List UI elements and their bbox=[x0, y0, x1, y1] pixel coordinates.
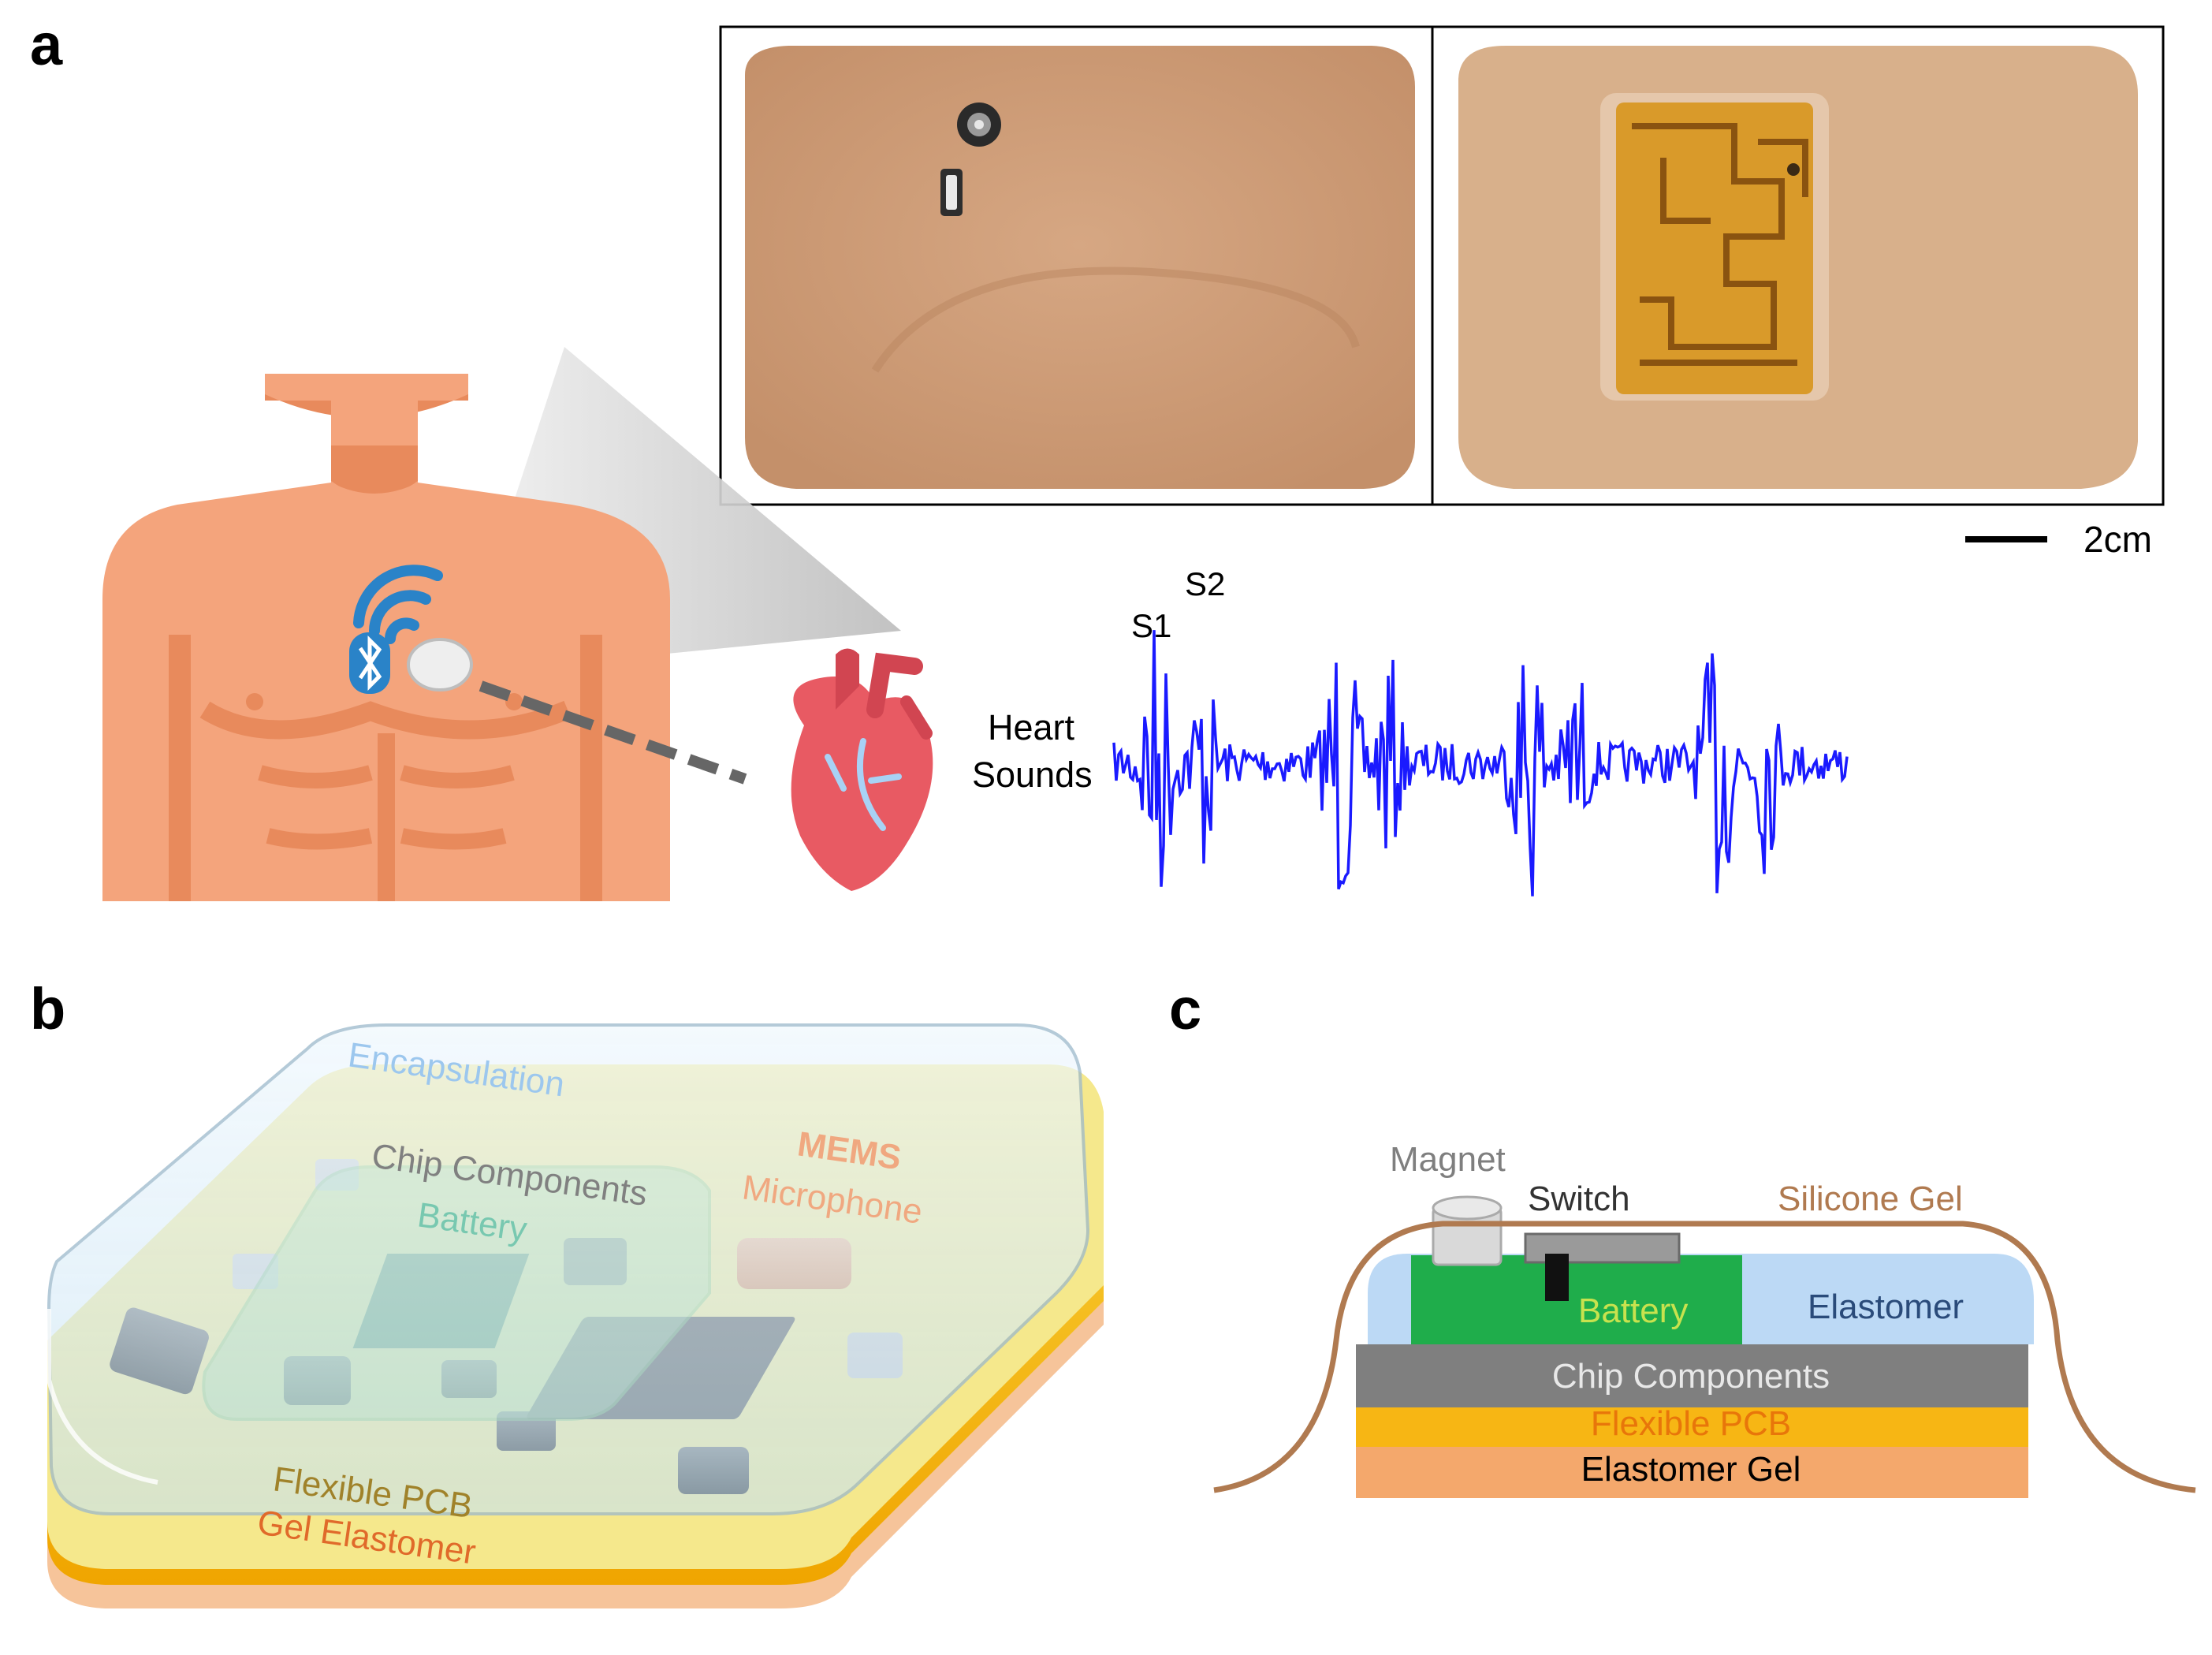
device-photo-bottom bbox=[1431, 25, 2165, 506]
chip-components-label-c: Chip Components bbox=[1552, 1357, 1830, 1396]
panel-a-letter: a bbox=[30, 12, 63, 77]
scale-bar-label: 2cm bbox=[2084, 519, 2152, 560]
battery-label-c: Battery bbox=[1578, 1292, 1688, 1330]
s2-label: S2 bbox=[1185, 565, 1225, 602]
elastomer-gel-label: Elastomer Gel bbox=[1581, 1450, 1801, 1489]
s1-label: S1 bbox=[1131, 607, 1171, 644]
bluetooth-icon bbox=[349, 632, 390, 694]
elastomer-gel-layer bbox=[1356, 1447, 2028, 1498]
silicone-gel-outline bbox=[1213, 1221, 2196, 1493]
panel-b-letter: b bbox=[30, 976, 65, 1042]
heart-label-line1: Heart bbox=[988, 707, 1075, 747]
encapsulation-layer bbox=[47, 1023, 1090, 1515]
connector-dashed-line bbox=[479, 680, 747, 785]
wearable-device-icon bbox=[407, 638, 473, 691]
device-photo-top bbox=[719, 25, 1434, 506]
flexible-pcb-layer-c bbox=[1356, 1407, 2028, 1447]
cross-section-diagram bbox=[1213, 1195, 2196, 1498]
magnet-label: Magnet bbox=[1390, 1140, 1506, 1179]
panel-c-letter: c bbox=[1169, 976, 1201, 1042]
wireless-icon bbox=[353, 565, 443, 644]
scale-bar: 2cm bbox=[1965, 519, 2152, 560]
switch-label: Switch bbox=[1528, 1180, 1630, 1218]
silicone-gel-label: Silicone Gel bbox=[1778, 1180, 1963, 1218]
battery-layer-c bbox=[1411, 1255, 1742, 1344]
chip-components-layer bbox=[1356, 1344, 2028, 1407]
heart-icon bbox=[791, 648, 933, 891]
torso-illustration bbox=[102, 374, 670, 901]
heart-label-line2: Sounds bbox=[972, 755, 1093, 795]
device-3d-illustration bbox=[47, 1023, 1104, 1608]
flexible-pcb-label-c: Flexible PCB bbox=[1591, 1404, 1791, 1443]
heart-sound-waveform bbox=[1112, 630, 1849, 896]
elastomer-label: Elastomer bbox=[1808, 1288, 1964, 1326]
